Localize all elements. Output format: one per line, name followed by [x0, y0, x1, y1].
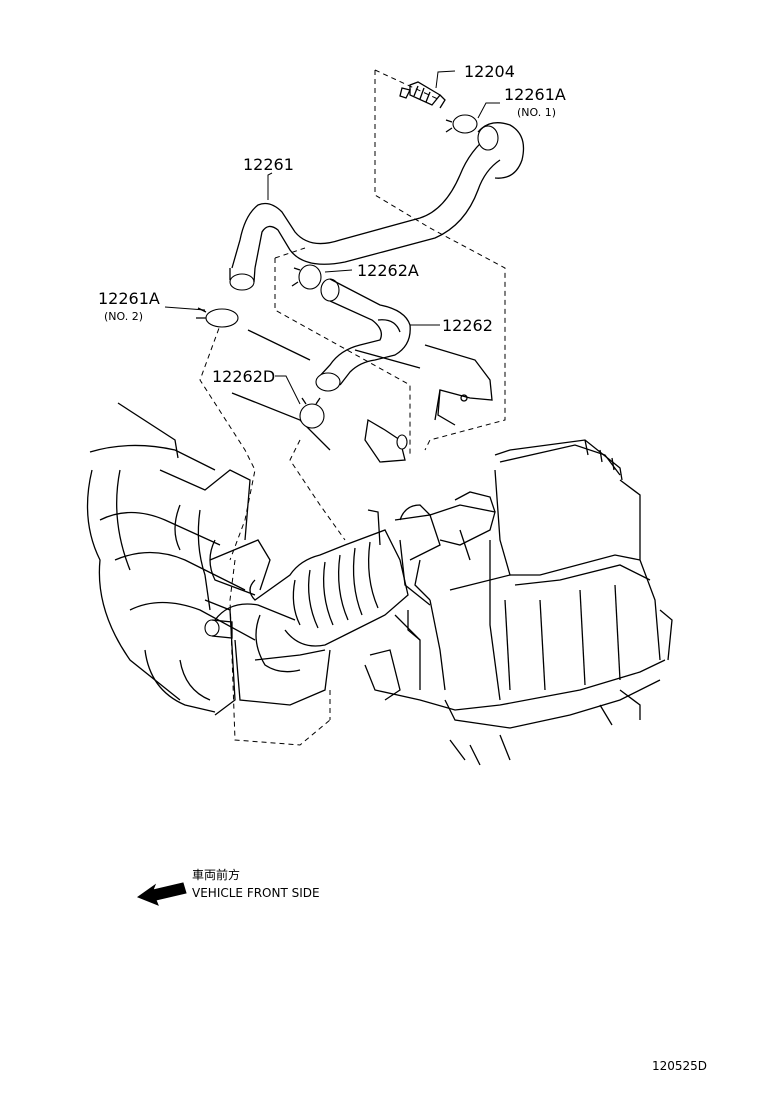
callout-12262A: 12262A: [357, 261, 419, 280]
engine-block-illustration: [86, 329, 673, 766]
hose-12262: [315, 278, 411, 392]
part-number-label: 12204: [464, 62, 515, 81]
arrow-left-icon: [136, 882, 187, 906]
part-sub-label: (NO. 1): [517, 106, 556, 119]
callout-12204: 12204: [464, 62, 515, 81]
vehicle-front-en: VEHICLE FRONT SIDE: [192, 886, 320, 900]
callout-12261A-no2: 12261A (NO. 2): [98, 289, 160, 323]
part-number-label: 12262A: [357, 261, 419, 280]
pcv-valve-12204: [399, 81, 446, 109]
part-sub-label: (NO. 2): [104, 310, 143, 323]
callout-12262: 12262: [442, 316, 493, 335]
callout-leaders: [164, 70, 500, 405]
drawing-code: 120525D: [652, 1059, 707, 1073]
part-number-label: 12261A: [98, 289, 160, 308]
callout-12261: 12261: [243, 155, 294, 174]
part-number-label: 12261: [243, 155, 294, 174]
clamp-12262D: [299, 397, 325, 429]
hose-12261: [229, 122, 525, 291]
clamp-12262A: [291, 264, 322, 290]
callout-12262D: 12262D: [212, 367, 275, 386]
clamp-12261A-no1: [445, 114, 478, 134]
vehicle-front-indicator: 車両前方 VEHICLE FRONT SIDE: [136, 867, 320, 906]
part-number-label: 12261A: [504, 85, 566, 104]
vehicle-front-jp: 車両前方: [192, 867, 240, 882]
part-number-label: 12262D: [212, 367, 275, 386]
dashed-reference-lines: [199, 69, 506, 746]
part-number-label: 12262: [442, 316, 493, 335]
callout-12261A-no1: 12261A (NO. 1): [504, 85, 566, 119]
clamp-12261A-no2: [196, 307, 239, 328]
